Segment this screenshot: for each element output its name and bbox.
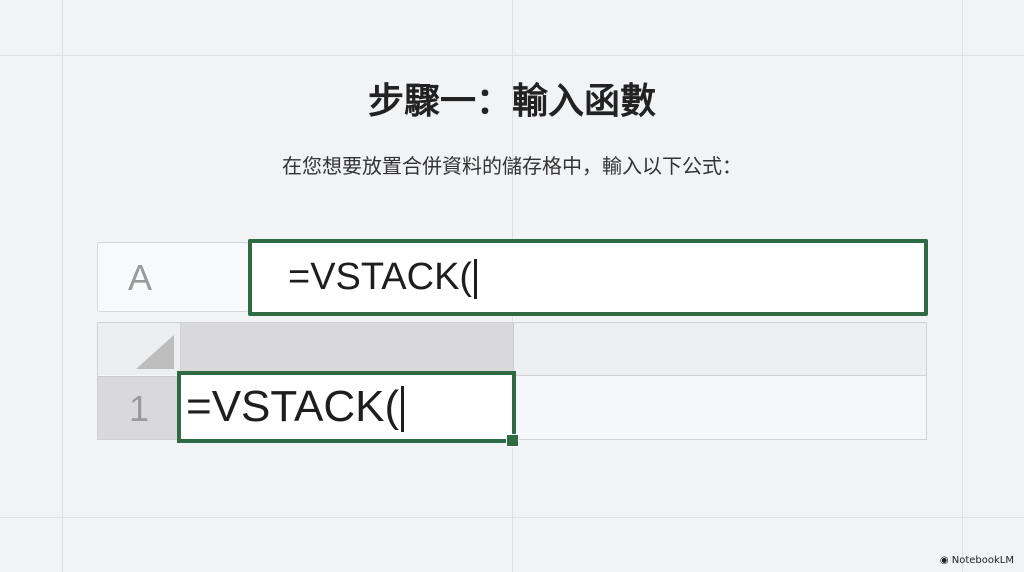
select-all-corner[interactable]: [98, 323, 181, 375]
brand-watermark: ◉ NotebookLM: [939, 555, 1014, 566]
grid-line: [962, 0, 963, 572]
subtitle: 在您想要放置合併資料的儲存格中，輸入以下公式：: [282, 154, 742, 178]
name-box[interactable]: A: [97, 242, 249, 312]
formula-bar[interactable]: =VSTACK(: [248, 239, 928, 316]
column-header-b[interactable]: [514, 323, 926, 376]
text-caret: [401, 386, 405, 433]
corner-triangle-icon: [136, 335, 174, 369]
grid-line: [62, 0, 63, 572]
column-header-a[interactable]: [181, 323, 514, 375]
fill-handle[interactable]: [506, 434, 519, 447]
formula-text: =VSTACK(: [288, 256, 473, 298]
grid-line: [0, 55, 1024, 56]
row-header-1[interactable]: 1: [98, 376, 180, 439]
page-title: 步驟一：輸入函數: [367, 81, 656, 122]
cell-a1-text: =VSTACK(: [186, 382, 400, 431]
text-caret: [474, 258, 478, 299]
cell-a1[interactable]: =VSTACK(: [177, 371, 516, 443]
grid-line: [0, 517, 1024, 518]
notebooklm-logo-icon: ◉: [939, 555, 952, 566]
